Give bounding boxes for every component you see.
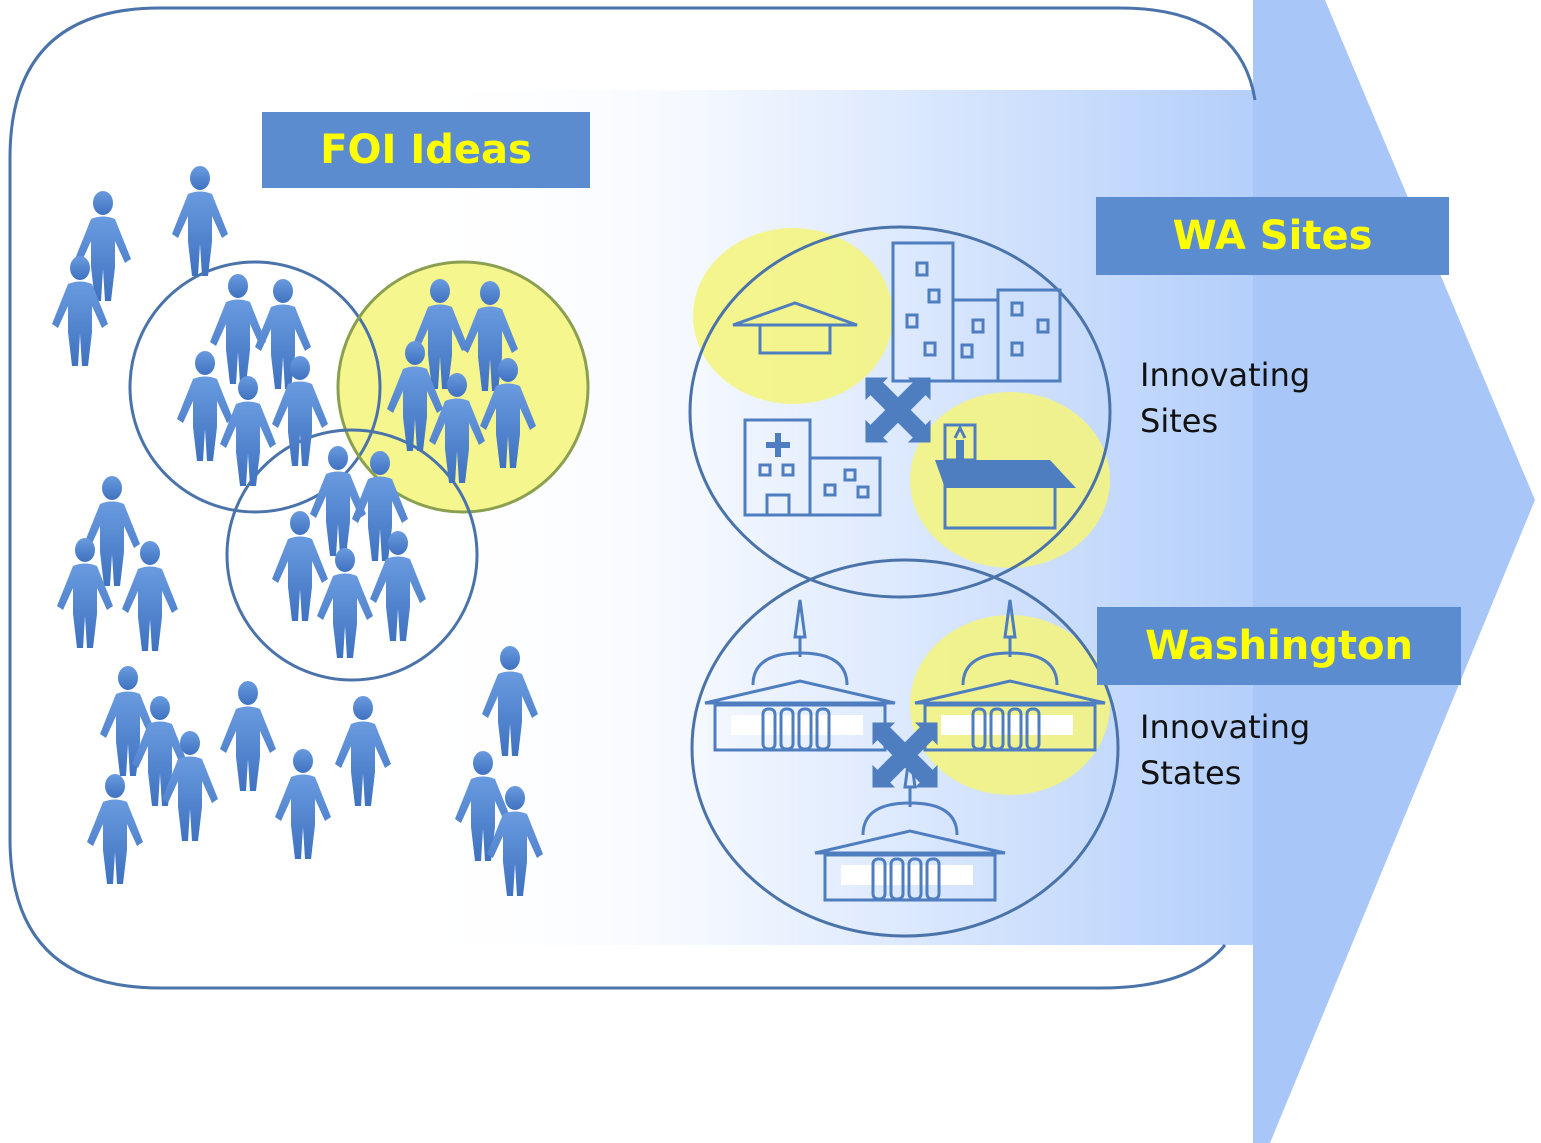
idea-group-circle [336,260,590,514]
person-icon [220,376,276,486]
person-icon [310,446,366,556]
flow-arrow [1253,0,1535,1143]
innovating-states-caption: Innovating States [1140,704,1310,796]
person-icon [100,666,156,776]
foi-ideas-label: FOI Ideas [262,112,590,188]
washington-label: Washington [1097,607,1461,685]
person-icon [272,511,328,621]
sites-circle [688,225,1112,599]
hospital-icon [743,418,882,517]
idea-group-circle [225,428,479,682]
house-icon [732,301,858,355]
states-circle [690,558,1120,938]
person-icon [335,696,391,806]
caption-line: Innovating [1140,708,1311,746]
caption-line: Innovating [1140,356,1311,394]
wa-sites-label: WA Sites [1096,197,1449,275]
collaboration-cross-icon [872,722,938,788]
caption-line: States [1140,754,1242,792]
person-icon [210,274,266,384]
person-icon [220,681,276,791]
container-outline [8,6,1257,990]
innovating-sites-caption: Innovating Sites [1140,352,1310,444]
idea-group-circle [128,260,382,514]
sites-highlight [693,228,893,404]
person-icon [275,749,331,859]
caption-line: Sites [1140,402,1219,440]
person-icon [317,548,373,658]
office-building-icon [891,241,1062,383]
person-icon [172,166,228,276]
person-icon [122,541,178,651]
person-icon [87,774,143,884]
collaboration-cross-icon [865,377,931,443]
